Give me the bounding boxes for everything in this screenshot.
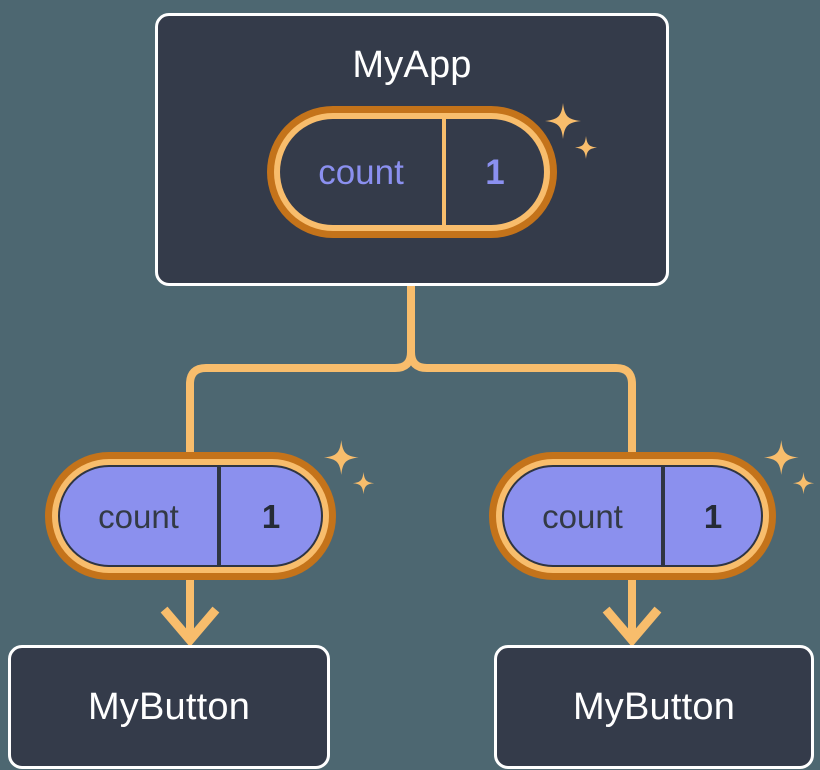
- edge-split-to-left: [186, 348, 415, 456]
- state-pill-right-child[interactable]: count 1: [489, 452, 776, 580]
- state-pill-myapp[interactable]: count 1: [267, 106, 557, 238]
- arrow-down-icon-right: [602, 606, 662, 647]
- state-pill-divider: [442, 119, 446, 225]
- component-card-mybutton-right[interactable]: MyButton: [494, 645, 814, 769]
- component-label-myapp: MyApp: [352, 44, 472, 86]
- state-pill-divider: [661, 467, 665, 565]
- component-label-mybutton-left: MyButton: [87, 686, 251, 728]
- state-value-label: 1: [703, 497, 723, 535]
- state-pill-body: count 1: [502, 465, 763, 567]
- state-key-label: count: [542, 497, 623, 535]
- state-value-label: 1: [485, 152, 505, 192]
- component-label-mybutton-right: MyButton: [572, 686, 736, 728]
- state-pill-ring-inner: count 1: [496, 459, 769, 573]
- state-pill-ring-inner: count 1: [274, 113, 550, 231]
- state-value-label: 1: [261, 497, 281, 535]
- state-pill-body: count 1: [58, 465, 323, 567]
- state-pill-divider: [217, 467, 221, 565]
- component-card-mybutton-left[interactable]: MyButton: [8, 645, 330, 769]
- state-key-label: count: [98, 497, 179, 535]
- state-key-label: count: [318, 152, 404, 192]
- edge-split-to-right: [407, 348, 636, 456]
- arrow-down-icon-left: [160, 606, 220, 647]
- state-pill-ring-inner: count 1: [52, 459, 329, 573]
- state-pill-body: count 1: [280, 119, 544, 225]
- state-pill-left-child[interactable]: count 1: [45, 452, 336, 580]
